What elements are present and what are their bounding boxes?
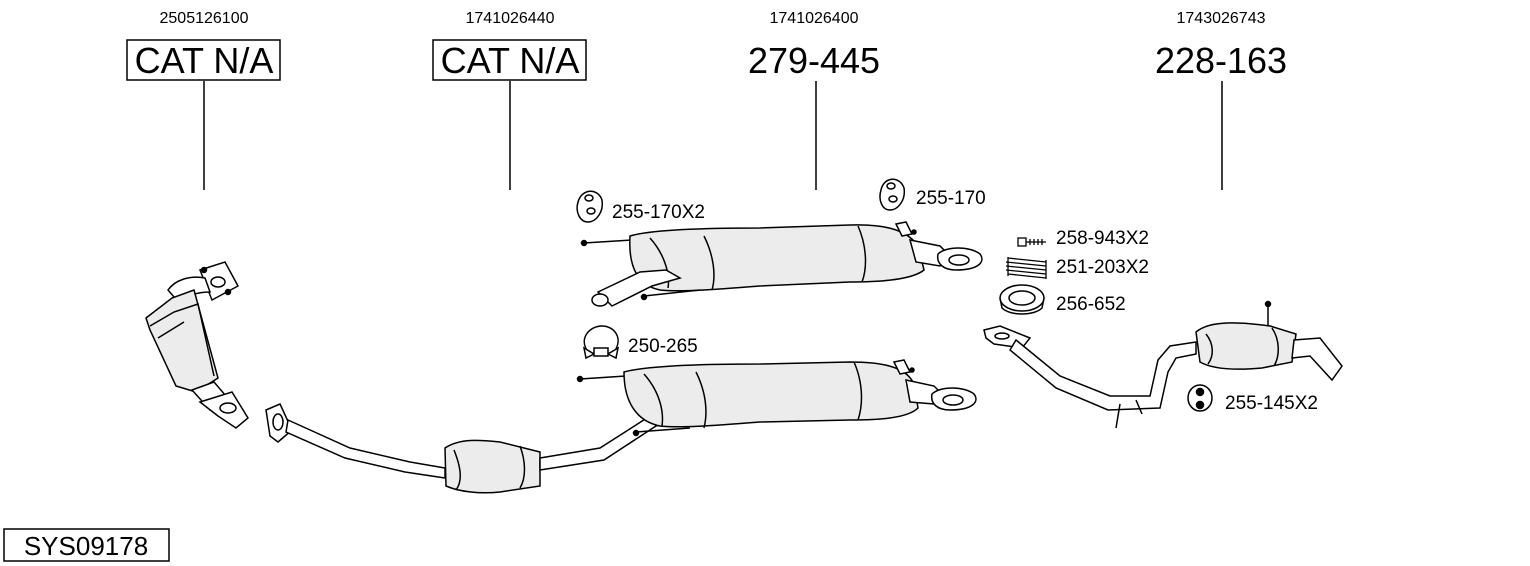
part-label-hanger-single: 255-170 <box>916 188 986 209</box>
part-label-gasket-ring: 256-652 <box>1056 294 1126 315</box>
part-label-spring: 251-203X2 <box>1056 257 1149 278</box>
code-box <box>432 39 587 81</box>
part-ref-number: 1741026400 <box>770 10 859 27</box>
front-catalyst-drawing <box>145 261 249 429</box>
part-ref-number: 1741026440 <box>466 10 555 27</box>
column-silencer: 1741026400 279-445 <box>748 10 880 190</box>
part-code: 228-163 <box>1155 40 1287 81</box>
front-pipe-drawing <box>265 403 681 494</box>
column-catalyst-front: 2505126100 CAT N/A <box>126 10 281 190</box>
spring-icon <box>1005 257 1047 279</box>
hanger-pair-icon <box>576 190 604 223</box>
part-code: 279-445 <box>748 40 880 81</box>
part-label-bolt: 258-943X2 <box>1056 228 1149 249</box>
rubber-mount-icon <box>1187 384 1213 412</box>
part-label-clamp: 250-265 <box>628 336 698 357</box>
system-id-box: SYS09178 <box>3 528 170 562</box>
part-code: CAT N/A <box>441 40 580 81</box>
lower-silencer-drawing <box>576 359 977 437</box>
bolt-icon <box>1017 237 1046 247</box>
column-rear-catalyst: 1743026743 228-163 <box>1155 10 1287 190</box>
column-catalyst-middle: 1741026440 CAT N/A <box>432 10 587 190</box>
rear-pipe-drawing <box>983 300 1343 429</box>
hanger-single-icon <box>879 178 906 211</box>
part-ref-number: 2505126100 <box>160 10 249 27</box>
code-box <box>126 39 281 81</box>
part-code: CAT N/A <box>135 40 274 81</box>
clamp-icon <box>582 325 620 360</box>
gasket-ring-icon <box>999 284 1045 315</box>
part-label-hanger-pair: 255-170X2 <box>612 202 705 223</box>
upper-silencer-drawing <box>580 221 983 307</box>
part-label-rubber-mount: 255-145X2 <box>1225 393 1318 414</box>
part-ref-number: 1743026743 <box>1177 10 1266 27</box>
system-id: SYS09178 <box>24 531 148 561</box>
